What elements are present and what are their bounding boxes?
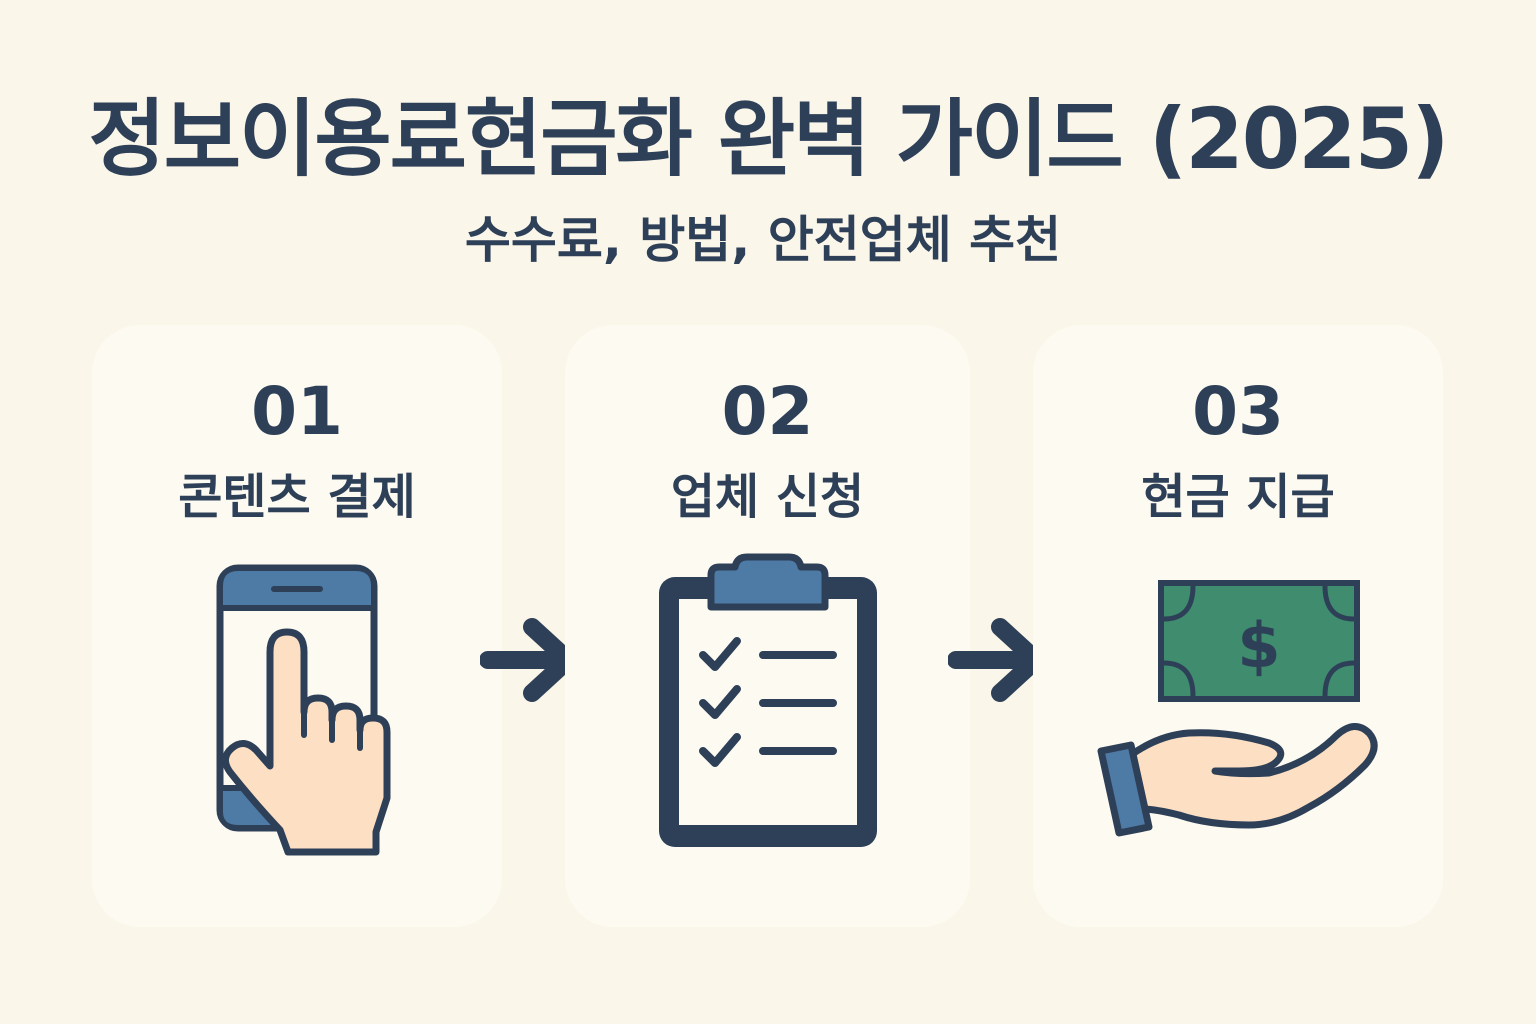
step-label: 업체 신청 [670, 469, 865, 525]
step-number: 03 [1192, 373, 1284, 450]
step-number: 02 [721, 373, 814, 450]
step-label: 콘텐츠 결제 [178, 469, 416, 525]
page-subtitle: 수수료, 방법, 안전업체 추천 [464, 211, 1062, 269]
page-title: 정보이용료현금화 완벽 가이드 (2025) [88, 90, 1450, 188]
step-label: 현금 지급 [1141, 469, 1335, 525]
cash-in-hand-icon: $ [1097, 580, 1378, 837]
step-card-1: 01 콘텐츠 결제 [92, 325, 502, 927]
step-card-3: 03 현금 지급 $ [1033, 325, 1443, 927]
svg-text:$: $ [1237, 609, 1280, 682]
step-number: 01 [251, 373, 343, 450]
step-card-2: 02 업체 신청 [565, 325, 970, 927]
phone-tap-icon [216, 564, 391, 856]
clipboard-checklist-icon [659, 553, 877, 847]
